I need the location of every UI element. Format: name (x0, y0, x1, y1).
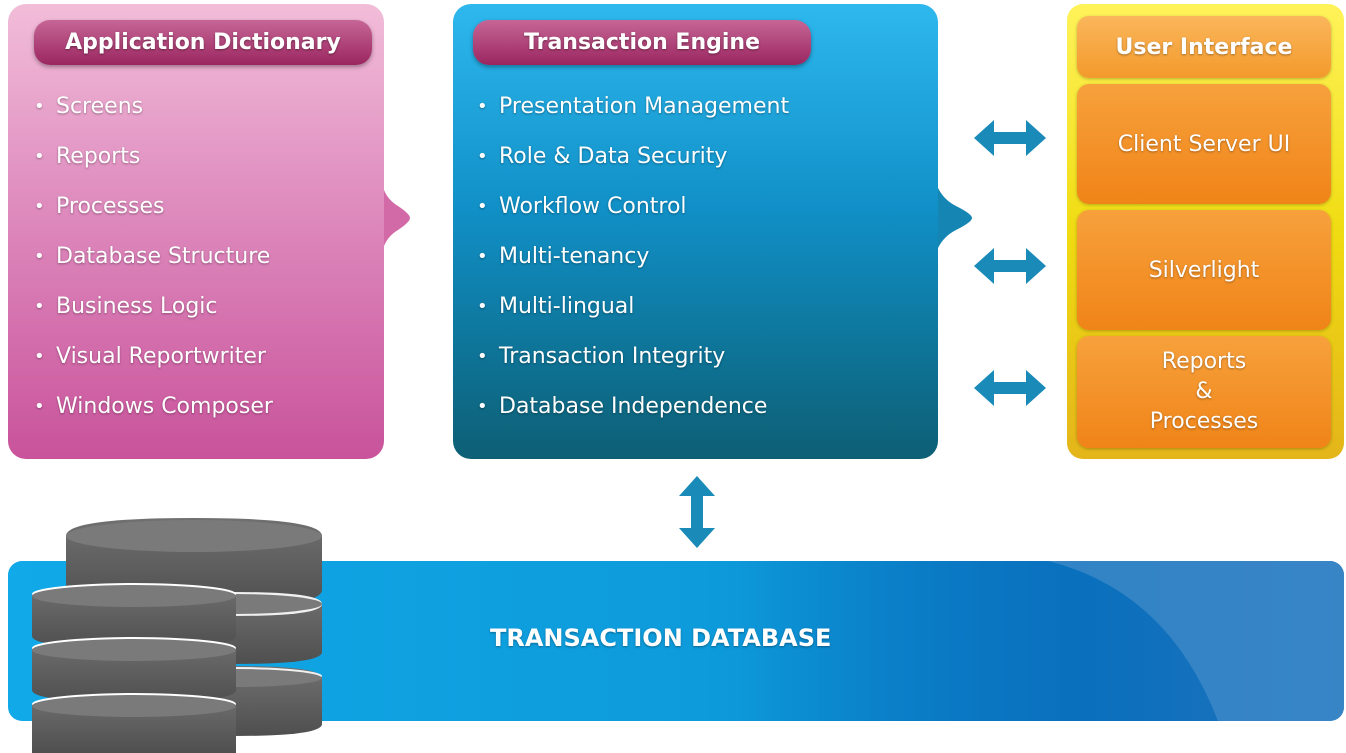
list-item-label: Transaction Integrity (499, 344, 726, 369)
bullet-icon: • (34, 296, 45, 317)
list-item: • Visual Reportwriter (34, 332, 273, 382)
transaction-engine-connector-tab (938, 188, 972, 248)
list-item-label: Windows Composer (56, 394, 273, 419)
bullet-icon: • (477, 396, 488, 417)
reports-processes-box: Reports & Processes (1077, 336, 1331, 448)
bullet-icon: • (477, 196, 488, 217)
list-item-label: Reports (56, 144, 141, 169)
database-band-shading (708, 561, 1344, 721)
double-arrow-horizontal-icon (974, 370, 1046, 406)
bullet-icon: • (34, 346, 45, 367)
transaction-database-label: TRANSACTION DATABASE (490, 624, 832, 652)
list-item-label: Database Structure (56, 244, 271, 269)
list-item: • Screens (34, 82, 273, 132)
bullet-icon: • (34, 396, 45, 417)
list-item: • Windows Composer (34, 382, 273, 432)
transaction-engine-panel: Transaction Engine • Presentation Managem… (453, 4, 938, 459)
application-dictionary-panel: Application Dictionary • Screens • Reports… (8, 4, 384, 459)
ampersand-label: & (1195, 379, 1213, 404)
list-item-label: Processes (56, 194, 165, 219)
list-item-label: Visual Reportwriter (56, 344, 266, 369)
list-item: • Business Logic (34, 282, 273, 332)
client-server-ui-box: Client Server UI (1077, 84, 1331, 204)
double-arrow-vertical-icon (679, 476, 715, 548)
list-item: • Multi-tenancy (477, 232, 789, 282)
transaction-engine-title: Transaction Engine (473, 20, 811, 65)
bullet-icon: • (34, 196, 45, 217)
bullet-icon: • (477, 246, 488, 267)
list-item: • Database Structure (34, 232, 273, 282)
list-item: • Reports (34, 132, 273, 182)
application-dictionary-list: • Screens • Reports • Processes • Database S… (34, 82, 273, 432)
list-item-label: Role & Data Security (499, 144, 728, 169)
double-arrow-horizontal-icon (974, 248, 1046, 284)
list-item: • Workflow Control (477, 182, 789, 232)
double-arrow-horizontal-icon (974, 120, 1046, 156)
application-dictionary-title: Application Dictionary (34, 20, 372, 65)
list-item: • Role & Data Security (477, 132, 789, 182)
list-item: • Transaction Integrity (477, 332, 789, 382)
list-item-label: Presentation Management (499, 94, 790, 119)
reports-label: Reports (1161, 349, 1247, 374)
list-item: • Processes (34, 182, 273, 232)
bullet-icon: • (477, 296, 488, 317)
list-item-label: Screens (56, 94, 144, 119)
list-item-label: Database Independence (499, 394, 768, 419)
application-dictionary-connector-tab (384, 190, 410, 246)
list-item: • Presentation Management (477, 82, 789, 132)
processes-label: Processes (1149, 409, 1259, 434)
bullet-icon: • (477, 96, 488, 117)
bullet-icon: • (477, 346, 488, 367)
bullet-icon: • (34, 96, 45, 117)
list-item: • Database Independence (477, 382, 789, 432)
list-item-label: Business Logic (56, 294, 218, 319)
list-item: • Multi-lingual (477, 282, 789, 332)
bullet-icon: • (34, 146, 45, 167)
bullet-icon: • (34, 246, 45, 267)
list-item-label: Multi-lingual (499, 294, 635, 319)
user-interface-panel: User Interface Client Server UI Silverli… (1067, 4, 1344, 459)
list-item-label: Workflow Control (499, 194, 687, 219)
silverlight-box: Silverlight (1077, 210, 1331, 330)
transaction-engine-list: • Presentation Management • Role & Data Se… (477, 82, 789, 432)
database-cylinders-icon (32, 518, 322, 753)
user-interface-title: User Interface (1077, 16, 1331, 78)
list-item-label: Multi-tenancy (499, 244, 650, 269)
bullet-icon: • (477, 146, 488, 167)
